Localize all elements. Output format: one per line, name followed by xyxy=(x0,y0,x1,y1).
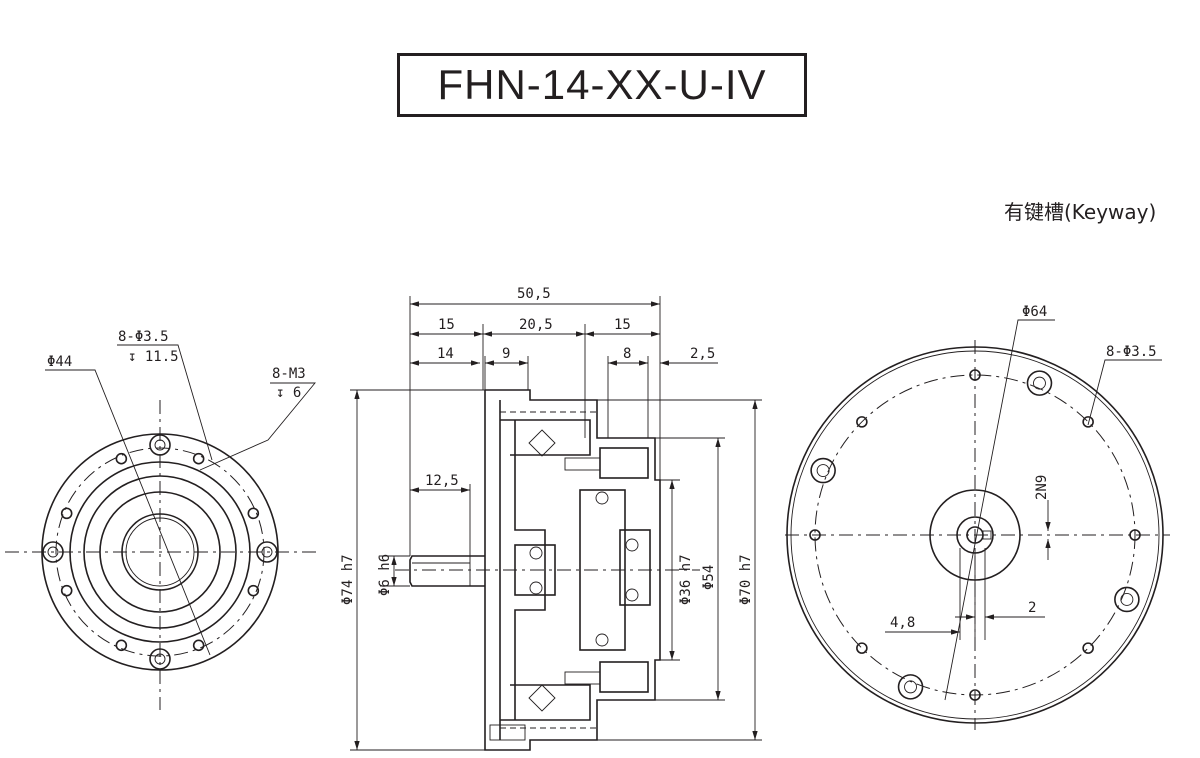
side-view: 50,5 15 20,5 15 14 9 8 2,5 12,5 Φ74 h7 Φ… xyxy=(340,286,762,751)
front-hole xyxy=(247,507,260,520)
front-hole xyxy=(60,507,73,520)
key-height-label: 4,8 xyxy=(890,615,915,631)
rear-bolt-socket xyxy=(904,680,917,694)
dim-sub2: 9 xyxy=(502,346,510,362)
dim-sub4: 2,5 xyxy=(690,346,715,362)
front-hole xyxy=(115,452,128,465)
dim-shaft-length: 12,5 xyxy=(425,473,459,489)
front-bolt-socket xyxy=(261,546,273,558)
front-holes-depth: ↧ 11.5 xyxy=(128,349,179,365)
rear-hole xyxy=(809,529,821,541)
front-bolt-socket xyxy=(47,546,59,558)
dim-seg3: 15 xyxy=(614,317,631,333)
front-tapped-depth: ↧ 6 xyxy=(276,385,301,401)
front-hole xyxy=(192,639,205,652)
rear-hole xyxy=(856,416,868,428)
dim-flange-dia: Φ70 h7 xyxy=(738,554,754,605)
rear-pcd-label: Φ64 xyxy=(1022,304,1047,320)
rear-bolt-head xyxy=(897,674,924,700)
rear-bolt-head xyxy=(1026,370,1053,396)
dim-pilot-dia: Φ36 h7 xyxy=(678,554,694,605)
rear-hole xyxy=(1129,529,1141,541)
front-bolt-head xyxy=(149,648,171,670)
rear-holes-label: 8-Φ3.5 xyxy=(1106,344,1157,360)
rear-hole xyxy=(856,642,868,654)
rear-bolt-socket xyxy=(1033,376,1046,390)
front-bolt-head xyxy=(256,541,278,563)
front-bolt-head xyxy=(149,434,171,456)
rear-bolt-socket xyxy=(816,464,830,477)
front-hole xyxy=(115,639,128,652)
rear-bolt-head xyxy=(810,457,836,484)
model-title-box: FHN-14-XX-U-IV xyxy=(397,53,807,117)
front-bolt-head xyxy=(42,541,64,563)
keyway-width-label: 2N9 xyxy=(1034,475,1050,500)
keyway-variant-label: 有键槽(Keyway) xyxy=(1004,200,1157,224)
rear-view: Φ64 8-Φ3.5 2N9 4,8 2 xyxy=(785,304,1170,730)
front-hole xyxy=(60,584,73,597)
rear-bolt-head xyxy=(1114,586,1140,613)
front-tapped-label: 8-M3 xyxy=(272,366,306,382)
dim-overall-length: 50,5 xyxy=(517,286,551,302)
dim-shaft-dia: Φ6 h6 xyxy=(377,554,393,596)
model-title: FHN-14-XX-U-IV xyxy=(437,61,767,108)
dim-sub3: 8 xyxy=(623,346,631,362)
front-holes-label: 8-Φ3.5 xyxy=(118,329,169,345)
rear-bolt-socket xyxy=(1120,593,1134,606)
dim-seg1: 15 xyxy=(438,317,455,333)
dim-sub1: 14 xyxy=(437,346,454,362)
rear-hole xyxy=(1082,416,1094,428)
front-bolt-socket xyxy=(154,439,166,451)
front-view: Φ44 8-Φ3.5 ↧ 11.5 8-M3 ↧ 6 xyxy=(5,329,318,710)
front-hole xyxy=(247,584,260,597)
dim-seg2: 20,5 xyxy=(519,317,553,333)
rear-hole xyxy=(969,689,981,701)
dim-mid-dia: Φ54 xyxy=(701,565,717,590)
front-bolt-socket xyxy=(154,653,166,665)
dim-outer-dia: Φ74 h7 xyxy=(340,554,356,605)
front-pcd-label: Φ44 xyxy=(47,354,72,370)
rear-hole xyxy=(969,369,981,381)
key-depth-label: 2 xyxy=(1028,600,1036,616)
front-hole xyxy=(192,452,205,465)
rear-hole xyxy=(1082,642,1094,654)
